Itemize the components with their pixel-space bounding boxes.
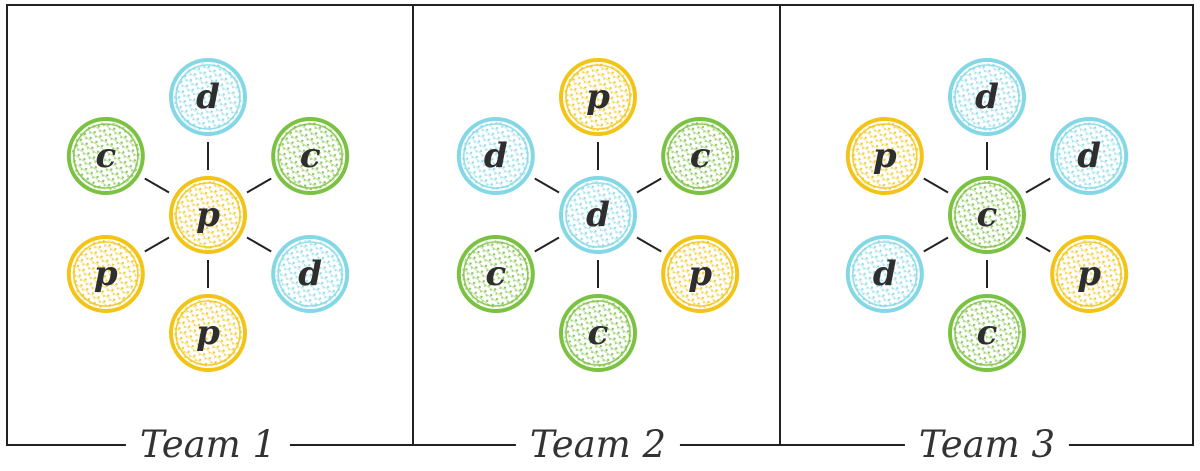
team-1-node-2-letter: c [300,136,321,176]
team-3-node-6: p [845,117,924,195]
team-2-node-3-letter: p [688,254,712,294]
team-3-node-1: d [948,58,1026,136]
team-1-center-node: p [169,176,247,254]
team-2-node-2: c [661,117,740,195]
team-2-edge-3 [636,236,662,253]
team-1-node-1: d [169,58,247,136]
team-2-edge-2 [636,177,662,194]
team-3-panel: c d d p c d p Team 3 [781,0,1194,471]
team-1-edge-5 [144,236,170,253]
team-2-node-6: d [456,117,535,195]
team-2-node-6-letter: d [484,136,508,176]
team-1-label: Team 1 [125,420,291,470]
team-1-node-2: c [271,117,350,195]
team-1-edge-2 [246,177,272,194]
team-1-node-3: d [271,235,350,313]
team-1-center-node-letter: p [196,195,220,235]
team-1-node-6: c [66,117,145,195]
team-1-node-3-letter: d [298,254,322,294]
team-2-center-node: d [559,176,637,254]
team-3-edge-6 [923,177,949,194]
team-3-diagram: c d d p c d p [781,4,1194,446]
team-2-center-node-letter: d [586,195,610,235]
team-2-edge-6 [534,177,560,194]
team-3-label: Team 3 [904,420,1070,470]
team-3-edge-2 [1025,177,1051,194]
team-3-node-5-letter: d [873,254,897,294]
team-1-node-4: p [169,294,247,372]
team-3-node-3: p [1050,235,1129,313]
team-3-node-1-letter: d [975,77,999,117]
team-2-label: Team 2 [515,420,681,470]
team-3-center-node: c [948,176,1026,254]
team-2-node-3: p [661,235,740,313]
team-2-edge-5 [534,236,560,253]
team-2-node-2-letter: c [690,136,711,176]
team-2-node-1-letter: p [586,77,610,117]
team-1-diagram: p d c d p p c [6,4,414,446]
team-1-node-4-letter: p [196,313,220,353]
team-2-diagram: d p c p c c d [414,4,781,446]
team-1-node-5: p [66,235,145,313]
team-3-center-node-letter: c [977,195,998,235]
team-3-node-6-letter: p [873,136,897,176]
team-1-panel: p d c d p p c Team 1 [6,0,414,471]
team-1-node-6-letter: c [95,136,116,176]
team-3-node-2: d [1050,117,1129,195]
team-2-node-1: p [559,58,637,136]
team-3-edge-3 [1025,236,1051,253]
team-3-node-5: d [845,235,924,313]
team-1-node-5-letter: p [94,254,118,294]
team-2-panel: d p c p c c d Team 2 [414,0,781,471]
team-3-edge-5 [923,236,949,253]
team-3-node-4: c [948,294,1026,372]
team-2-node-4-letter: c [588,313,609,353]
team-1-edge-3 [246,236,272,253]
team-3-node-3-letter: p [1077,254,1101,294]
team-2-node-5-letter: c [485,254,506,294]
team-1-node-1-letter: d [196,77,220,117]
team-1-edge-6 [144,177,170,194]
team-3-node-2-letter: d [1077,136,1101,176]
team-3-node-4-letter: c [977,313,998,353]
team-2-node-5: c [456,235,535,313]
team-2-node-4: c [559,294,637,372]
